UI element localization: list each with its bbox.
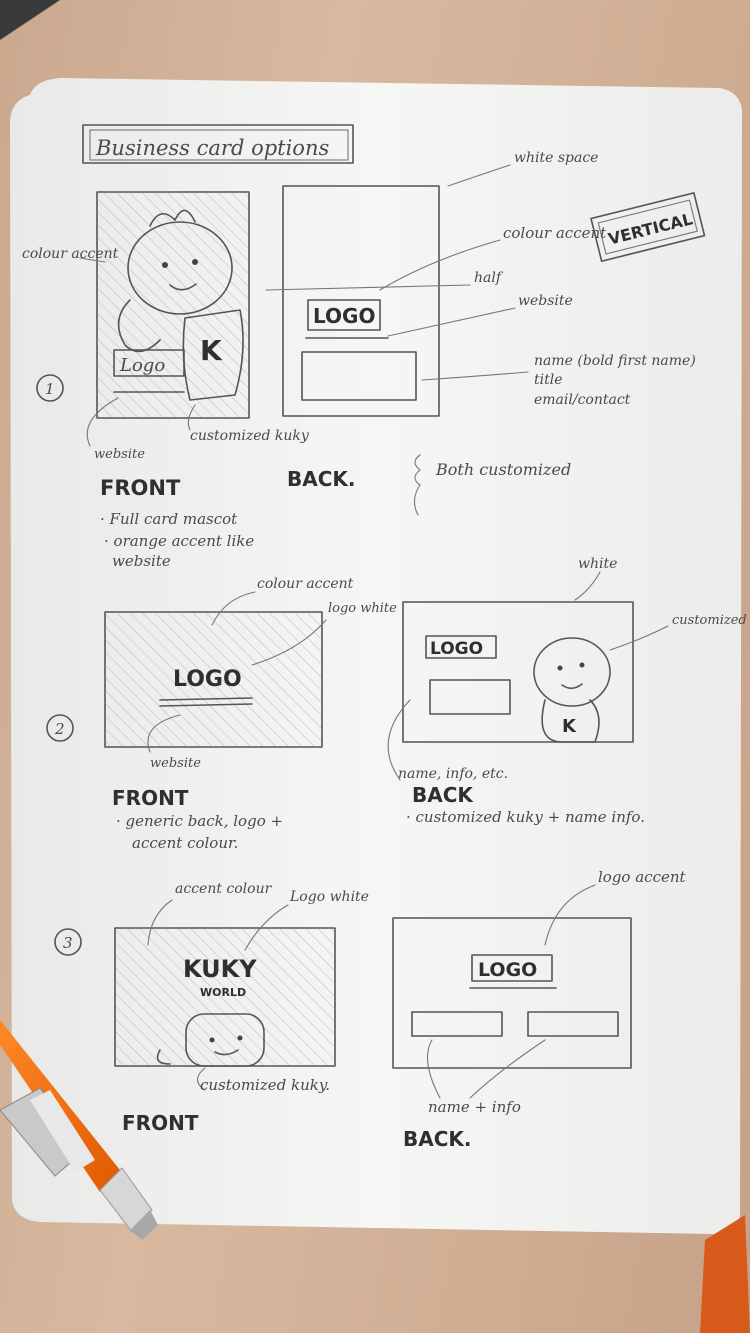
option-1-both-customized: Both customized (435, 460, 571, 479)
option-1-back-label: BACK. (287, 467, 356, 491)
option-1-white-space-label: white space (514, 150, 598, 166)
option-3-back-label: BACK. (403, 1127, 472, 1151)
option-1-back-colour-accent-label: colour accent (503, 224, 607, 242)
option-2-back-info-box (429, 679, 511, 715)
option-3-back-info-box-left (411, 1011, 503, 1037)
option-1-number: 1 (45, 380, 55, 398)
option-3-brand: KUKY (183, 955, 257, 983)
option-3-logo-accent-label: logo accent (598, 868, 687, 886)
option-3-name-info-label: name + info (428, 1098, 521, 1116)
option-1-back-website-label: website (518, 293, 573, 309)
option-1-front-logo-box (113, 349, 185, 377)
bookmark-ribbon (700, 1215, 750, 1333)
option-3-mascot (156, 1013, 265, 1067)
option-1-half-label: half (474, 270, 504, 286)
option-2-white-label: white (578, 556, 617, 572)
option-2-name-info-label: name, info, etc. (398, 766, 508, 782)
option-1-mascot: K (117, 209, 244, 401)
option-3-customized-label: customized kuky. (200, 1076, 330, 1094)
option-2-back-card (402, 601, 634, 743)
option-1-note-1: · Full card mascot (100, 510, 238, 528)
brace-mark (413, 454, 421, 516)
corner-shadow (0, 0, 60, 40)
option-3-back-card (392, 917, 632, 1069)
option-1-colour-accent-label: colour accent (22, 246, 119, 262)
option-2-customized-label: customized kuky (672, 613, 750, 628)
option-1-mascot-letter: K (200, 334, 223, 367)
option-1-front-logo: Logo (119, 355, 165, 376)
option-3-number: 3 (63, 934, 73, 952)
option-3-brand-sub: WORLD (200, 986, 246, 999)
option-2-back-label: BACK (412, 783, 474, 807)
orange-pen (0, 1020, 158, 1240)
option-1-back-card (282, 185, 440, 417)
option-1-back-logo: LOGO (313, 304, 375, 328)
option-1-number-circle (36, 374, 64, 402)
option-3-back-logo: LOGO (478, 959, 537, 981)
option-1-website-label: website (94, 447, 145, 462)
option-2-front-logo: LOGO (173, 667, 242, 692)
option-1-back-info-box (301, 351, 417, 401)
option-1-note-2: · orange accent like (104, 532, 254, 550)
option-2-mascot: K (533, 637, 611, 743)
option-1-title-label: title (534, 372, 563, 388)
option-3-back-logo-box (471, 954, 553, 982)
option-1-note-3: website (112, 552, 171, 570)
option-2-front-label: FRONT (112, 786, 189, 810)
option-2-mascot-letter: K (562, 716, 577, 737)
option-3-accent-colour-label: accent colour (175, 881, 273, 897)
option-3-front-label: FRONT (122, 1111, 199, 1135)
option-2-logo-white-label: logo white (328, 601, 397, 616)
option-2-website-label: website (150, 756, 201, 771)
option-1-customized-label: customized kuky (190, 428, 310, 444)
option-1-name-label: name (bold first name) (534, 353, 696, 369)
option-2-back-logo-box (425, 635, 497, 659)
option-1-email-label: email/contact (534, 392, 631, 408)
option-2-note-2: accent colour. (132, 834, 238, 852)
option-1-front-label: FRONT (100, 476, 181, 500)
option-2-colour-accent-label: colour accent (257, 576, 354, 592)
option-2-back-logo: LOGO (430, 639, 483, 659)
option-2-number-circle (46, 714, 74, 742)
option-2-note-1: · generic back, logo + (116, 812, 283, 830)
option-1-back-logo-box (307, 299, 381, 331)
option-3-number-circle (54, 928, 82, 956)
option-2-back-note: · customized kuky + name info. (406, 808, 645, 826)
page-title: Business card options (95, 136, 329, 160)
option-2-number: 2 (54, 720, 65, 738)
option-3-logo-white-label: Logo white (289, 889, 369, 905)
title-box (82, 124, 354, 164)
option-3-back-info-box-right (527, 1011, 619, 1037)
